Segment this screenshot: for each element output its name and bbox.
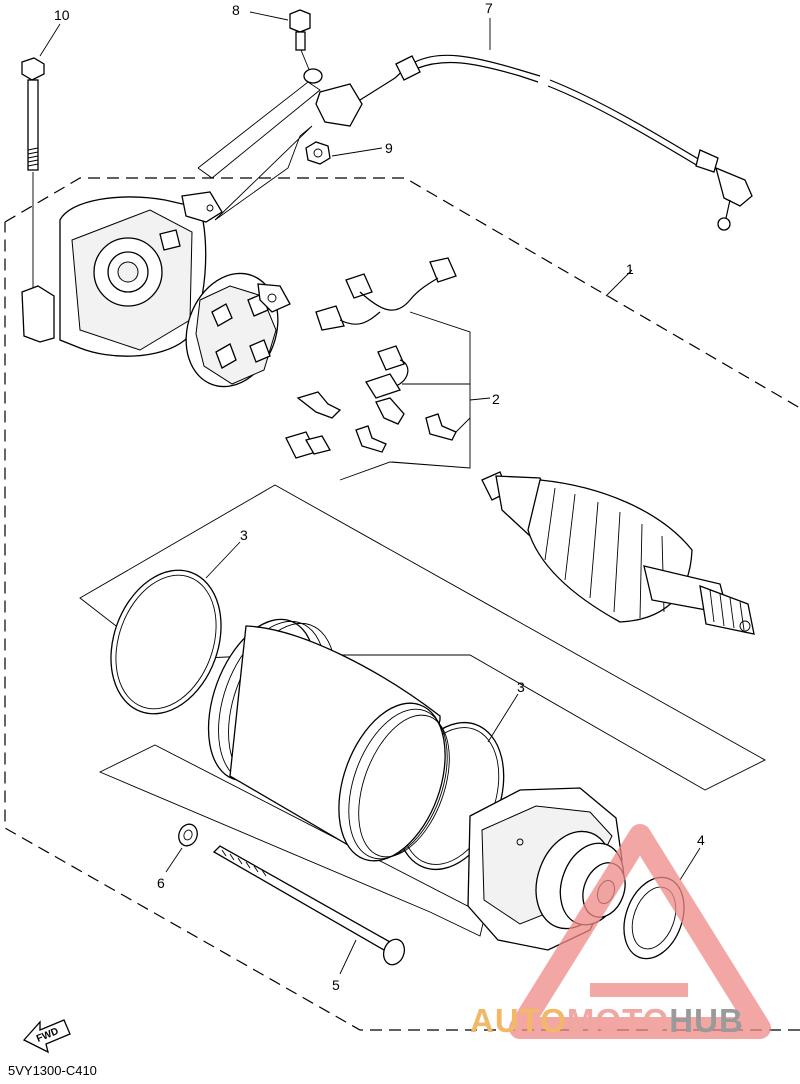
lead-wire-bracket-outline bbox=[197, 81, 321, 221]
leader-line-8 bbox=[249, 11, 289, 21]
bolt-10 bbox=[21, 57, 45, 171]
watermark-part-auto: AUTO bbox=[470, 1002, 567, 1039]
lead-wire-7 bbox=[315, 54, 753, 231]
nut-9 bbox=[305, 141, 331, 165]
leader-line-9 bbox=[331, 147, 383, 157]
o-ring-3-upper-inner bbox=[115, 574, 217, 710]
watermark-part-hub: HUB bbox=[669, 1002, 744, 1039]
callout-3-upper: 3 bbox=[240, 527, 248, 543]
washer-6 bbox=[178, 823, 198, 847]
leader-lines-2 bbox=[339, 311, 491, 481]
leader-line-10 bbox=[39, 23, 61, 57]
leader-line-3-upper bbox=[205, 541, 241, 579]
brush-holder-plate bbox=[185, 272, 291, 388]
leader-line-3-lower bbox=[487, 693, 519, 743]
rear-end-cover bbox=[21, 191, 223, 357]
callout-9: 9 bbox=[385, 140, 393, 156]
watermark-part-moto: MOTO bbox=[566, 1002, 670, 1039]
o-ring-3-upper bbox=[110, 569, 222, 715]
callout-4: 4 bbox=[697, 832, 705, 848]
bolt-8-axis-line bbox=[300, 49, 311, 73]
yoke-group-outline bbox=[98, 744, 486, 937]
leader-line-4 bbox=[679, 847, 701, 881]
callout-3-lower: 3 bbox=[517, 679, 525, 695]
callout-5: 5 bbox=[332, 977, 340, 993]
watermark-brand-text: AUTOMOTOHUB bbox=[470, 1002, 744, 1040]
callout-7: 7 bbox=[485, 0, 493, 16]
callout-8: 8 bbox=[232, 2, 240, 18]
callout-2: 2 bbox=[492, 391, 500, 407]
fwd-arrow-icon: FWD bbox=[22, 1019, 71, 1054]
through-bolt-5 bbox=[212, 845, 406, 966]
bolt-8 bbox=[289, 9, 311, 51]
yoke-body bbox=[207, 618, 450, 862]
callout-1: 1 bbox=[626, 261, 634, 277]
brush-set-2 bbox=[285, 257, 457, 459]
leader-line-1 bbox=[605, 269, 633, 297]
leader-line-6 bbox=[165, 847, 183, 873]
washer-below-bolt-8 bbox=[303, 68, 323, 84]
washer-6-hole bbox=[183, 829, 193, 841]
callout-6: 6 bbox=[157, 875, 165, 891]
callout-10: 10 bbox=[54, 7, 70, 23]
armature bbox=[481, 471, 755, 635]
watermark-logo-triangle bbox=[509, 824, 771, 1039]
leader-line-5 bbox=[339, 939, 357, 975]
diagram-code: 5VY1300-C410 bbox=[8, 1063, 97, 1078]
